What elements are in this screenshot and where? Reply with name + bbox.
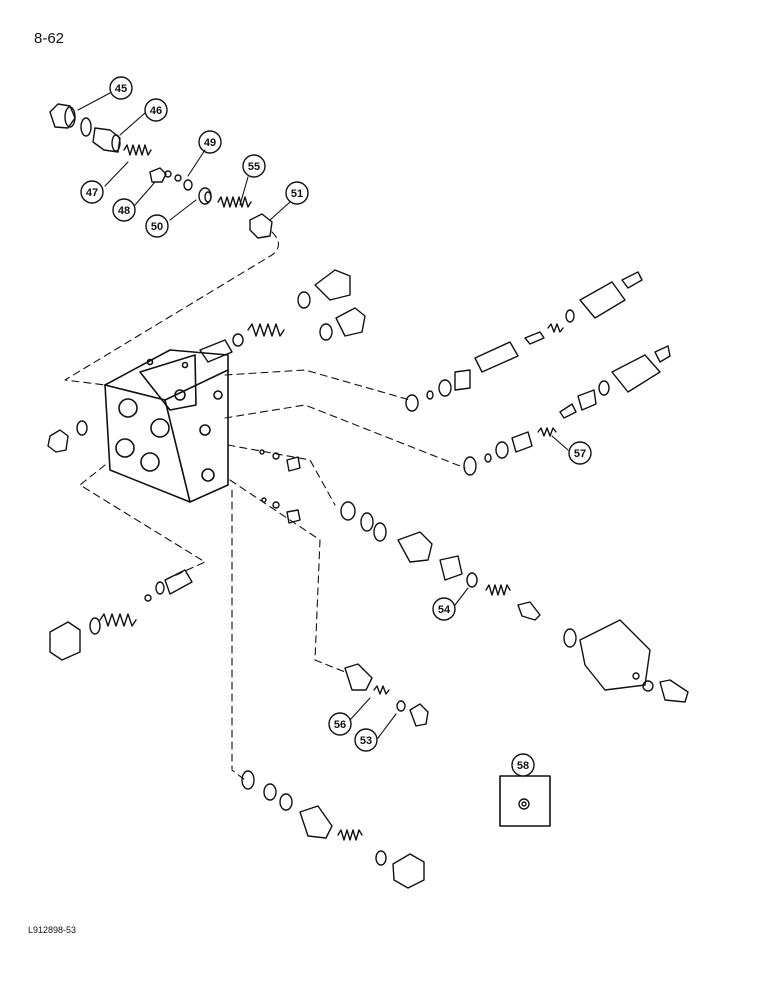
assembly-guide-lines [64,231,466,781]
oring-45 [80,117,92,137]
callout-58: 58 [511,753,535,777]
plug-53 [409,703,429,727]
callout-label-47: 47 [86,187,98,199]
oring-upper-2 [319,323,333,341]
sleeve-bottom [299,805,333,839]
plug-bottom [392,853,425,889]
spring-57 [537,427,557,437]
oring-49 [183,179,193,191]
oring-53 [396,700,406,712]
spring-bottom [337,829,363,841]
callout-55: 55 [242,154,266,178]
pin-right-middle [559,403,577,419]
small-ring-right-upper [426,390,434,400]
callout-49: 49 [198,130,222,154]
oring-upper-1 [297,291,311,309]
orings-bottom [263,783,293,811]
seat-bottom [241,770,255,790]
fitting-right-upper [579,271,643,319]
spring-lower-left [99,613,137,627]
seat-lower-right [340,501,356,521]
oring-left [76,420,88,436]
spool-upper [199,333,244,363]
callout-57: 57 [568,441,592,465]
ring-right-upper [565,309,575,323]
valve-body [104,349,229,503]
spring-47 [123,144,152,156]
orings-lower-right [360,512,387,542]
spool-right-middle [495,431,533,459]
sleeve-right-upper [474,341,519,373]
small-screws [259,449,301,524]
callout-label-45: 45 [115,83,127,95]
cartridge-lower-right [579,619,651,691]
spring-upper [247,323,285,337]
callout-label-55: 55 [248,161,260,173]
callout-45: 45 [109,76,133,100]
figure-code: L912898-53 [28,925,77,935]
plug-51 [249,213,273,239]
callout-46: 46 [144,98,168,122]
ring-right-middle [598,380,610,396]
callout-label-48: 48 [118,205,130,217]
fitting-46 [92,127,121,153]
pin-lower-right [517,601,541,621]
oring-lower-right-2 [563,628,577,648]
kit-box-58 [499,775,551,827]
callout-53: 53 [354,728,378,752]
callout-label-46: 46 [150,105,162,117]
spring-lower-right [485,584,511,596]
callout-51: 51 [285,181,309,205]
leader-lines [77,92,569,739]
callout-label-54: 54 [438,604,451,616]
callout-label-51: 51 [291,188,303,200]
spool-lower-right [397,531,433,563]
poppet-56 [344,663,373,691]
oring-bottom [375,850,387,866]
oring-right-upper [405,394,419,412]
fitting-right-middle [611,345,671,393]
seat-50 [198,187,212,205]
oring-lower-left [89,617,101,635]
callout-47: 47 [80,180,104,204]
fitting-upper-1 [314,269,351,301]
fitting-upper-2 [335,307,366,337]
plug-lower-left [49,621,81,661]
sleeve-lower-right [439,555,463,581]
callout-label-53: 53 [360,735,372,747]
nut-45 [49,103,76,129]
oring-right-middle [463,456,477,476]
page-number: 8-62 [34,30,65,47]
poppet-48 [149,167,172,183]
callout-label-58: 58 [517,760,529,772]
bolt-lower-right [642,679,689,703]
callout-label-49: 49 [204,137,216,149]
callout-54: 54 [432,597,456,621]
spring-56 [373,685,390,695]
spring-55 [217,196,252,208]
callout-56: 56 [328,712,352,736]
callout-label-57: 57 [574,448,586,460]
oring-54 [466,572,478,588]
small-ring-right-middle [484,453,492,463]
spring-right-upper [547,323,564,333]
callout-label-56: 56 [334,719,346,731]
ball-49 [174,174,182,182]
spool-lower-left [144,569,193,602]
pin-right-upper [524,331,545,345]
callout-50: 50 [145,214,169,238]
spool-right-upper [438,369,471,397]
sleeve-right-middle [577,389,597,411]
callout-label-50: 50 [151,221,163,233]
callout-48: 48 [112,198,136,222]
plug-left [47,429,69,453]
